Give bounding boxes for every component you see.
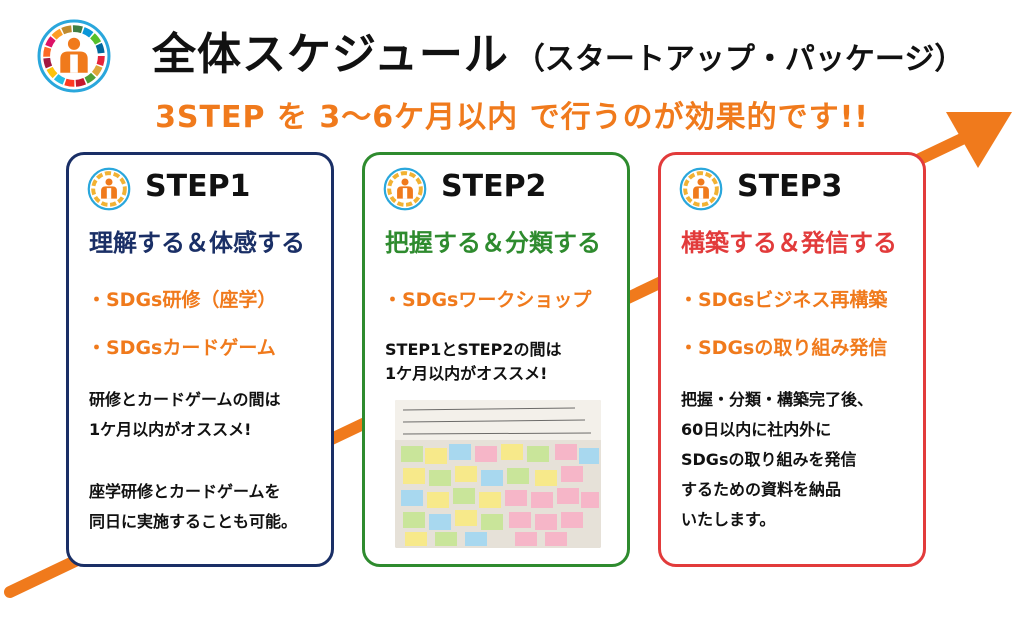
step-items: ・SDGsビジネス再構築 ・SDGsの取り組み発信 <box>679 285 887 381</box>
step-title: 把握する＆分類する <box>385 229 601 257</box>
sticky-notes-board-image <box>395 400 601 548</box>
step2-card: STEP2 把握する＆分類する ・SDGsワークショップ STEP1とSTEP2… <box>362 152 630 567</box>
list-item: ・SDGsの取り組み発信 <box>679 337 888 359</box>
sdgs-person-logo-icon <box>383 167 427 211</box>
list-item: ・SDGsビジネス再構築 <box>679 289 888 311</box>
step-title: 理解する＆体感する <box>89 229 305 257</box>
step-note: STEP1とSTEP2の間は 1ケ月以内がオススメ! <box>385 340 562 383</box>
step-label: STEP1 <box>145 169 251 204</box>
list-item: ・SDGsワークショップ <box>383 289 592 311</box>
step-label: STEP3 <box>737 169 843 204</box>
step-items: ・SDGsワークショップ <box>383 285 591 333</box>
step-items: ・SDGs研修（座学） ・SDGsカードゲーム <box>87 285 276 381</box>
sdgs-person-logo-icon <box>87 167 131 211</box>
subtitle: 3STEP を 3〜6ケ月以内 で行うのが効果的です!! <box>155 100 869 135</box>
sdgs-person-logo-icon <box>36 18 112 94</box>
step1-card: STEP1 理解する＆体感する ・SDGs研修（座学） ・SDGsカードゲーム … <box>66 152 334 567</box>
page-title: 全体スケジュール （スタートアップ・パッケージ） <box>152 18 965 80</box>
list-item: ・SDGsカードゲーム <box>87 337 276 359</box>
sdgs-person-logo-icon <box>679 167 723 211</box>
step-title: 構築する＆発信する <box>681 229 897 257</box>
list-item: ・SDGs研修（座学） <box>87 289 277 311</box>
step-note: 研修とカードゲームの間は 1ケ月以内がオススメ! <box>89 390 281 439</box>
step-note-secondary: 座学研修とカードゲームを 同日に実施することも可能。 <box>89 482 298 531</box>
title-main: 全体スケジュール <box>152 29 509 80</box>
title-sub: （スタートアップ・パッケージ） <box>514 42 965 77</box>
step-label: STEP2 <box>441 169 547 204</box>
step3-card: STEP3 構築する＆発信する ・SDGsビジネス再構築 ・SDGsの取り組み発… <box>658 152 926 567</box>
step-note: 把握・分類・構築完了後、 60日以内に社内外に SDGsの取り組みを発信 するた… <box>681 390 874 529</box>
workshop-photo <box>395 400 601 548</box>
